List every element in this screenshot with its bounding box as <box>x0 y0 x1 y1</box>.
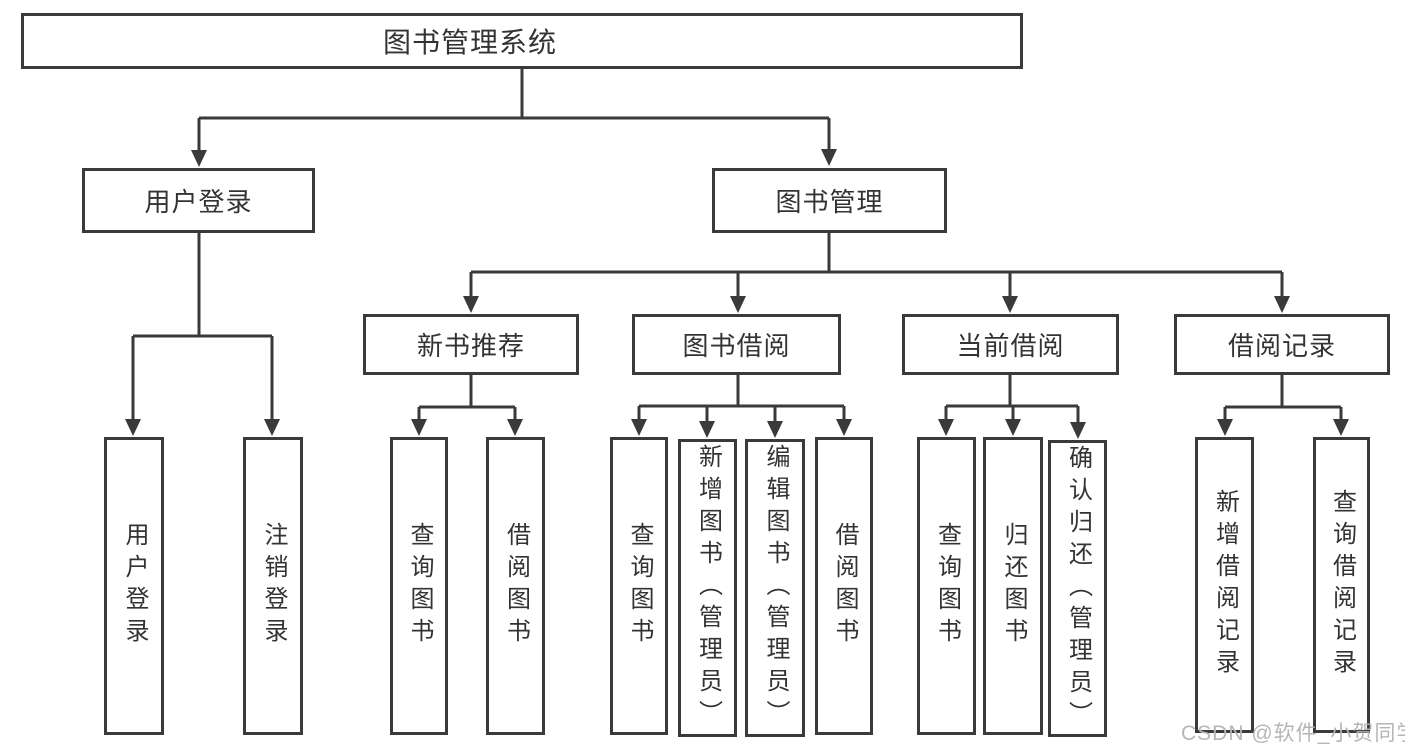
leaf-borrow-books-recommend: 借阅图书 <box>486 437 545 735</box>
leaf-borrow-books-borrowing: 借阅图书 <box>815 437 873 735</box>
leaf-query-borrow-record: 查询借阅记录 <box>1313 437 1370 733</box>
node-new-book-recommend: 新书推荐 <box>363 314 579 375</box>
node-book-management: 图书管理 <box>712 168 947 233</box>
leaf-query-books-current: 查询图书 <box>917 437 976 735</box>
arrowheads <box>125 149 1349 439</box>
leaf-query-books-recommend: 查询图书 <box>390 437 448 735</box>
node-book-borrowing: 图书借阅 <box>632 314 841 375</box>
csdn-watermark: CSDN @软件_小贺同学 <box>1181 722 1405 745</box>
leaf-add-borrow-record: 新增借阅记录 <box>1195 437 1254 733</box>
node-user-login: 用户登录 <box>82 168 315 233</box>
leaf-query-books-borrowing: 查询图书 <box>610 437 668 735</box>
leaf-logout: 注销登录 <box>243 437 303 735</box>
leaf-add-books-admin: 新增图书（管理员） <box>678 439 737 737</box>
node-current-borrowing: 当前借阅 <box>902 314 1119 375</box>
leaf-user-login: 用户登录 <box>104 437 164 735</box>
leaf-confirm-return-admin: 确认归还（管理员） <box>1048 440 1107 737</box>
leaf-return-books: 归还图书 <box>983 437 1043 735</box>
node-borrowing-records: 借阅记录 <box>1174 314 1390 375</box>
leaf-edit-books-admin: 编辑图书（管理员） <box>745 439 805 737</box>
node-library-management-system: 图书管理系统 <box>21 13 1023 69</box>
